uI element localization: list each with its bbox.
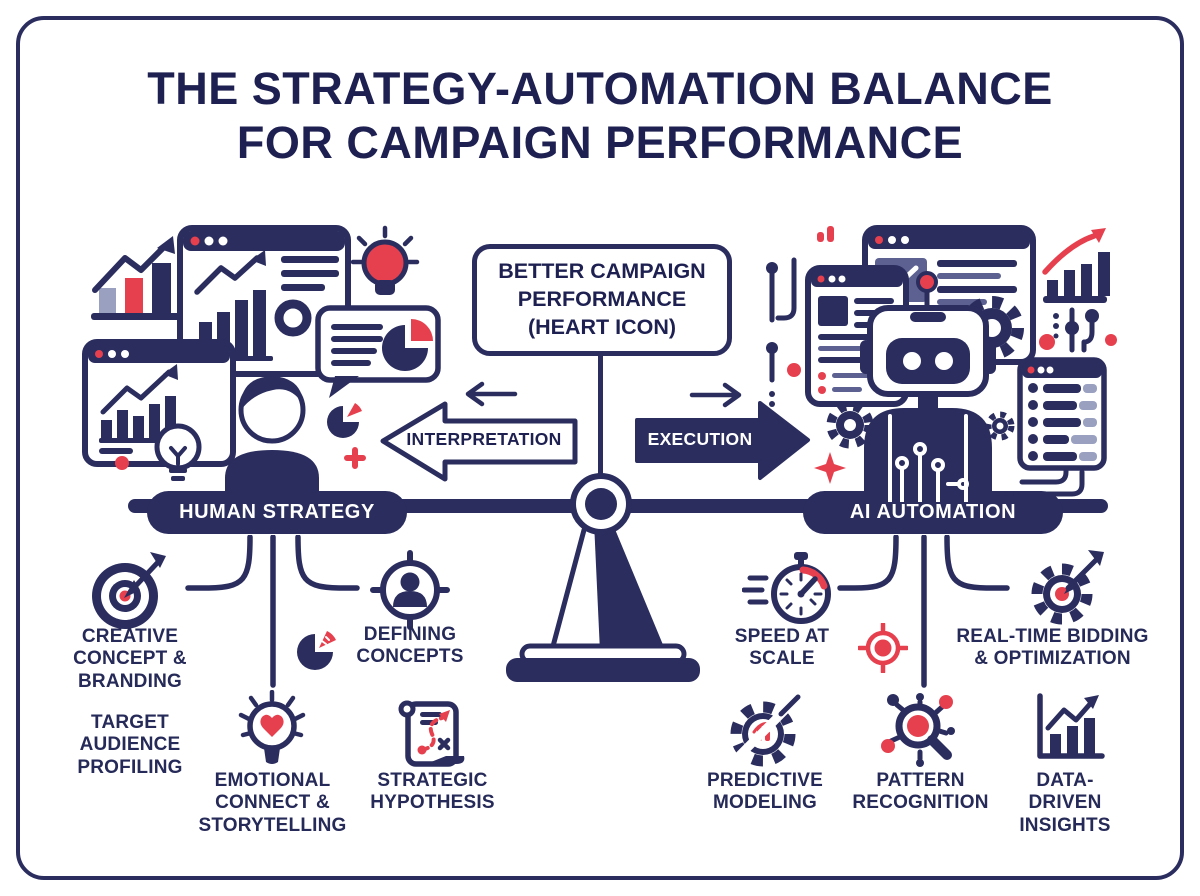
outer-border	[16, 16, 1184, 880]
branch-connectors	[185, 535, 1010, 688]
gear-target-icon	[1031, 550, 1104, 625]
bar-chart-trend-icon	[91, 236, 183, 320]
data-driven-insights-label: DATA-DRIVEN INSIGHTS	[1019, 770, 1111, 836]
strategy-scroll-icon	[398, 700, 465, 767]
pie-small-icon	[327, 403, 362, 438]
arrow-right-small-icon	[689, 382, 742, 408]
sliders-icon	[1039, 307, 1117, 353]
page-title: THE STRATEGY-AUTOMATION BALANCE FOR CAMP…	[0, 62, 1200, 170]
person-icon	[225, 376, 319, 502]
realtime-bidding-label: REAL-TIME BIDDING & OPTIMIZATION	[956, 626, 1149, 670]
bar-chart-arrow-icon	[1037, 693, 1105, 759]
arrow-left-small-icon	[465, 381, 518, 407]
pie-detached-icon	[297, 631, 336, 670]
circuit-traces-icon	[766, 257, 801, 407]
better-campaign-performance-box: BETTER CAMPAIGN PERFORMANCE (HEART ICON)	[472, 244, 732, 356]
red-bulb-icon	[350, 225, 420, 295]
robot-icon	[860, 271, 996, 502]
interpretation-label: INTERPRETATION	[406, 429, 562, 449]
gear-tiny-icon	[985, 411, 1015, 441]
bulb-outline-icon	[154, 423, 202, 481]
defining-concepts-label: DEFINING CONCEPTS	[356, 624, 464, 668]
creative-concept-label: CREATIVE CONCEPT & BRANDING	[73, 626, 187, 692]
sparkle-icon	[814, 452, 846, 484]
execution-label: EXECUTION	[647, 429, 753, 449]
red-plus-icon	[344, 447, 366, 469]
title-line-1: THE STRATEGY-AUTOMATION BALANCE	[147, 63, 1053, 114]
red-dot	[115, 456, 129, 470]
ai-automation-illustration	[766, 225, 1117, 502]
target-audience-label: TARGET AUDIENCE PROFILING	[77, 712, 183, 778]
growth-chart-icon	[1042, 228, 1110, 303]
donut-icon	[274, 299, 312, 337]
ai-automation-label: AI AUTOMATION	[849, 501, 1017, 523]
speed-at-scale-label: SPEED AT SCALE	[734, 626, 830, 670]
balance-stand	[506, 473, 700, 682]
strategic-hypothesis-label: STRATEGIC HYPOTHESIS	[370, 770, 495, 814]
target-dart-icon	[92, 552, 166, 629]
speech-bubble-chart-icon	[315, 305, 441, 398]
pattern-recognition-label: PATTERN RECOGNITION	[852, 770, 989, 814]
gear-small-icon	[826, 401, 874, 449]
emotional-connect-label: EMOTIONAL CONNECT & STORYTELLING	[198, 770, 347, 836]
pivot-dot	[585, 488, 617, 520]
human-strategy-label: HUMAN STRATEGY	[179, 501, 375, 523]
gear-chart-slash-icon	[728, 694, 801, 767]
human-strategy-illustration	[82, 225, 441, 502]
heart-bulb-icon	[238, 690, 306, 764]
title-line-2: FOR CAMPAIGN PERFORMANCE	[236, 117, 964, 168]
interpretation-arrow	[380, 401, 578, 482]
magnifier-network-icon	[881, 693, 955, 767]
analytics-window-icon	[177, 225, 351, 377]
circuit-elbow-icon	[998, 465, 1085, 497]
stopwatch-icon	[742, 552, 831, 624]
flow-arrows	[380, 381, 810, 482]
red-bars-icon	[817, 232, 824, 242]
execution-arrow	[635, 401, 810, 480]
list-window-left-icon	[805, 265, 909, 407]
progress-list-window-icon	[1017, 357, 1107, 471]
person-crosshair-icon	[370, 550, 450, 630]
predictive-modeling-label: PREDICTIVE MODELING	[706, 770, 824, 814]
scale-rod	[598, 348, 603, 508]
red-crosshair-icon	[858, 623, 908, 673]
